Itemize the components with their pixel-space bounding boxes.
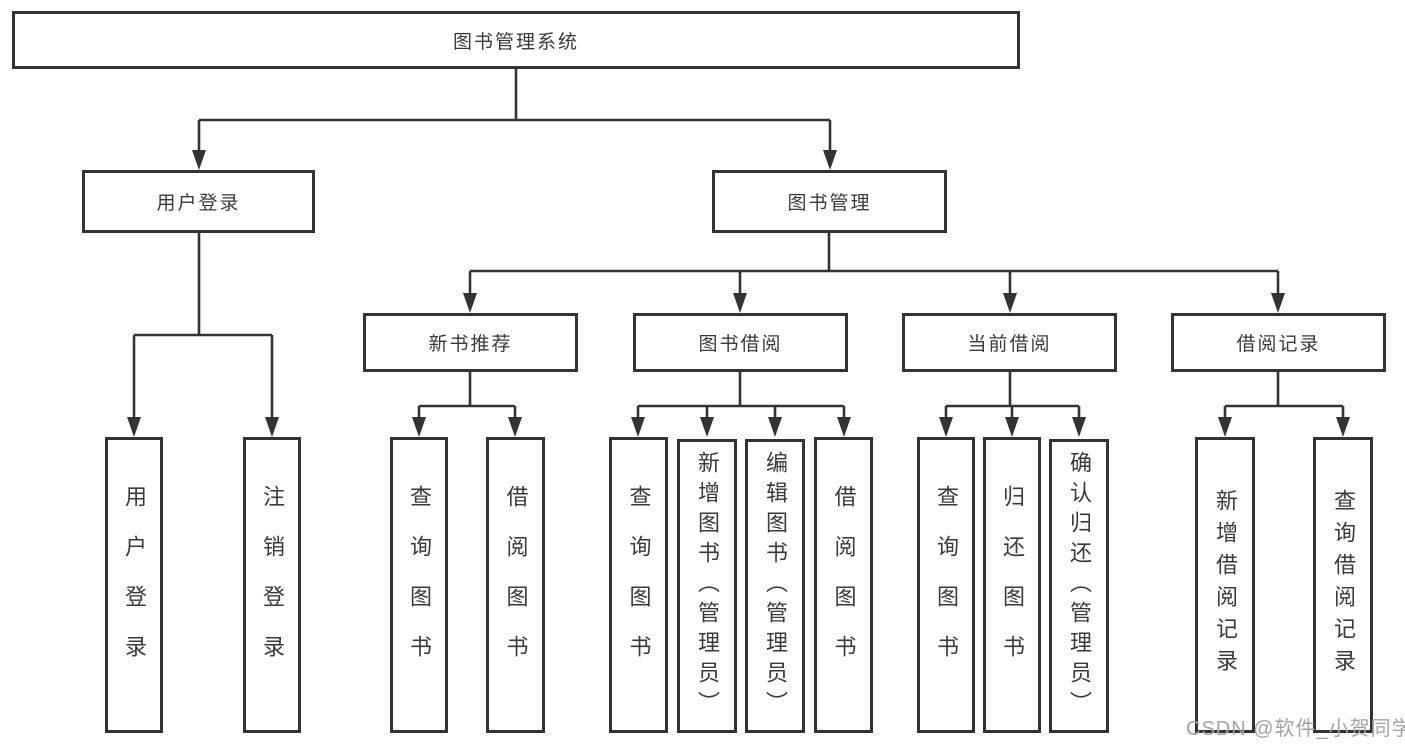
leaf-borrow-books-2: 借阅图书: [814, 437, 873, 733]
leaf-user-login: 用户登录: [105, 437, 163, 733]
leaf-query-books-3: 查询图书: [917, 437, 975, 733]
leaf-query-borrow-record-label: 查询借阅记录: [1331, 489, 1356, 681]
leaf-add-book-admin: 新增图书（管理员）: [677, 439, 737, 733]
node-borrow-records: 借阅记录: [1171, 313, 1386, 372]
leaf-query-books-1-label: 查询图书: [407, 485, 432, 685]
node-root-label: 图书管理系统: [452, 31, 579, 53]
csdn-watermark: CSDN @软件_小贺同学: [1186, 718, 1405, 740]
node-borrow-records-label: 借阅记录: [1236, 334, 1321, 355]
node-current-borrow-label: 当前借阅: [967, 334, 1052, 355]
leaf-query-books-2: 查询图书: [609, 437, 668, 733]
leaf-confirm-return-admin-label: 确认归还（管理员）: [1067, 451, 1092, 721]
leaf-logout-label: 注销登录: [260, 485, 285, 685]
node-book-management: 图书管理: [712, 170, 947, 233]
node-new-book-recommend: 新书推荐: [363, 313, 578, 372]
leaf-edit-book-admin: 编辑图书（管理员）: [745, 439, 805, 733]
node-book-management-label: 图书管理: [787, 193, 872, 214]
leaf-confirm-return-admin: 确认归还（管理员）: [1049, 439, 1109, 733]
node-current-borrow: 当前借阅: [902, 313, 1117, 372]
leaf-borrow-books-1: 借阅图书: [486, 437, 545, 733]
node-book-borrow: 图书借阅: [633, 313, 848, 372]
leaf-query-borrow-record: 查询借阅记录: [1313, 437, 1373, 733]
leaf-add-borrow-record-label: 新增借阅记录: [1213, 489, 1238, 681]
leaf-query-books-3-label: 查询图书: [934, 485, 959, 685]
leaf-return-books-label: 归还图书: [1000, 485, 1025, 685]
leaf-edit-book-admin-label: 编辑图书（管理员）: [763, 451, 788, 721]
node-book-borrow-label: 图书借阅: [698, 334, 783, 355]
leaf-logout: 注销登录: [243, 437, 301, 733]
leaf-add-borrow-record: 新增借阅记录: [1195, 437, 1255, 733]
leaf-borrow-books-1-label: 借阅图书: [503, 485, 529, 685]
node-new-book-recommend-label: 新书推荐: [428, 334, 513, 355]
arrowhead-icons: [127, 150, 1350, 437]
leaf-add-book-admin-label: 新增图书（管理员）: [695, 451, 720, 721]
leaf-query-books-1: 查询图书: [390, 437, 448, 733]
node-user-login: 用户登录: [82, 170, 315, 233]
node-root: 图书管理系统: [12, 11, 1020, 69]
leaf-borrow-books-2-label: 借阅图书: [831, 485, 857, 685]
node-user-login-label: 用户登录: [156, 193, 241, 214]
leaf-user-login-label: 用户登录: [122, 485, 147, 685]
leaf-return-books: 归还图书: [983, 437, 1041, 733]
leaf-query-books-2-label: 查询图书: [626, 485, 652, 685]
